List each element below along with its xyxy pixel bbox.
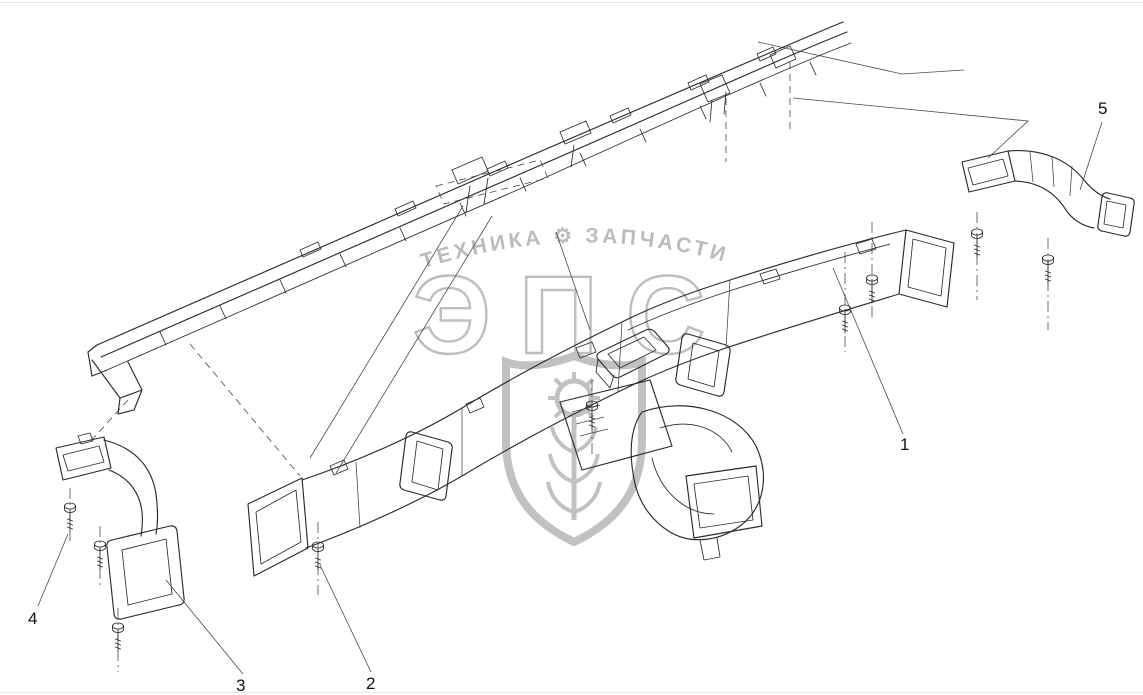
duct-top-edge <box>301 229 907 481</box>
callout-label-1: 1 <box>900 435 909 454</box>
housing-port <box>685 465 763 539</box>
left-duct-flange <box>55 436 112 481</box>
callout-leader-4 <box>37 533 69 607</box>
housing-scroll <box>630 405 764 541</box>
callout-leader-2 <box>319 564 372 673</box>
callout-label-3: 3 <box>236 676 245 695</box>
page-bottom-border <box>0 692 1143 693</box>
callouts: 1 2 3 4 5 <box>28 99 1107 695</box>
wheat-icon <box>546 420 602 520</box>
duct-left-opening <box>247 477 309 577</box>
mounting-screw <box>94 540 106 570</box>
duct-vent-outlet <box>399 431 453 501</box>
callout-leader-3 <box>165 579 244 675</box>
beam-bracket <box>559 120 592 168</box>
watermark-shield <box>502 351 646 547</box>
duct-right-opening <box>898 229 955 308</box>
callout-leader-1 <box>832 267 904 435</box>
center-vent-housing <box>559 379 764 561</box>
callout-label-4: 4 <box>28 609 37 628</box>
watermark: ТЕХНИКА ⚙ ЗАПЧАСТИ ЭПС <box>411 224 728 547</box>
gear-icon <box>548 372 600 424</box>
callout-label-2: 2 <box>366 674 375 693</box>
alignment-line <box>757 41 965 75</box>
callout-leader-5 <box>1079 121 1103 191</box>
beam-bracket <box>699 74 731 123</box>
main-air-duct <box>247 229 955 577</box>
right-air-duct <box>961 149 1135 237</box>
instrument-panel-beam <box>87 21 852 415</box>
duct-vent-outlet <box>675 333 731 397</box>
left-duct-outlet <box>106 525 185 620</box>
mounting-screw <box>112 622 124 652</box>
duct-center-outlet <box>596 328 670 379</box>
duct-bottom-edge <box>305 293 900 549</box>
mounting-screw <box>64 502 76 532</box>
alignment-line <box>792 97 1029 159</box>
page-top-border <box>0 2 1143 3</box>
left-air-duct <box>55 432 185 620</box>
beam-bracket <box>451 156 489 213</box>
right-duct-outlet <box>1097 192 1135 237</box>
duct-mount-clips <box>329 238 877 476</box>
callout-label-5: 5 <box>1098 99 1107 118</box>
beam-left-end <box>87 344 143 415</box>
housing-plate <box>559 379 673 471</box>
beam-top-edge <box>96 21 844 346</box>
